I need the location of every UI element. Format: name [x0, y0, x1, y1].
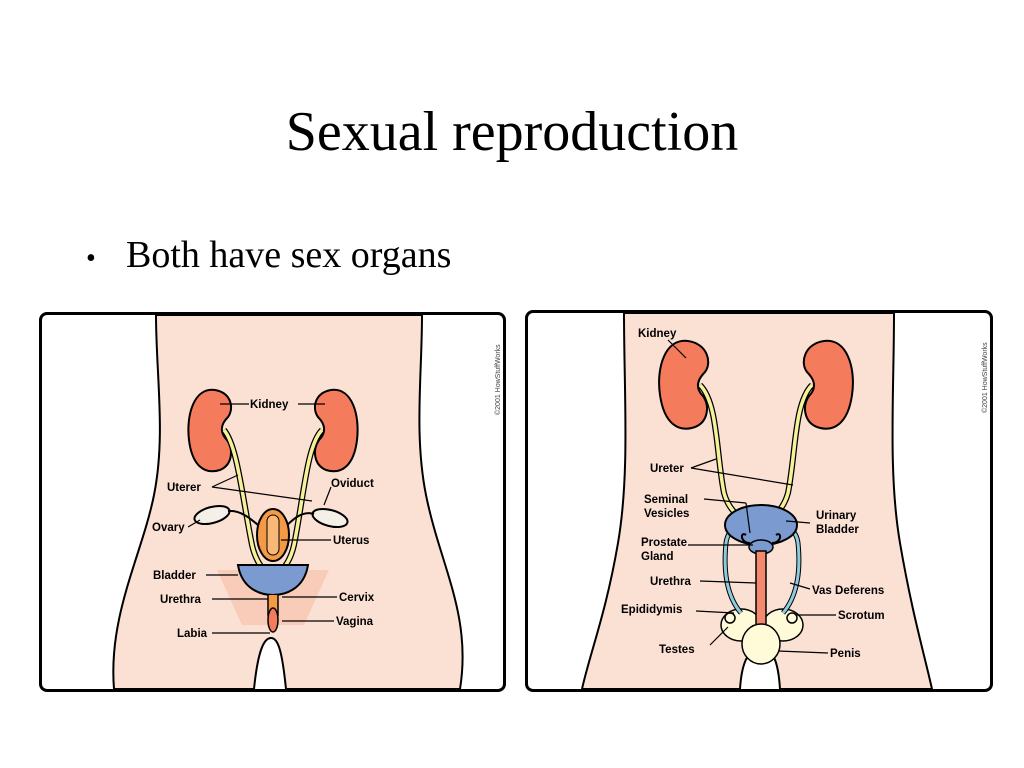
label-testes: Testes: [659, 644, 695, 656]
female-body-silhouette: [112, 315, 464, 689]
bullet-item: • Both have sex organs: [86, 233, 451, 277]
urinary-bladder-shape: [724, 504, 798, 546]
label-vagina: Vagina: [336, 616, 374, 628]
seminal-vesicles-shape: [740, 533, 782, 544]
slide-title: Sexual reproduction: [285, 101, 739, 163]
epididymis-right-shape: [786, 612, 798, 624]
male-reproductive-diagram: Kidney Ureter Seminal Vesicles Prostate …: [525, 310, 993, 692]
label-epididymis: Epididymis: [621, 604, 682, 616]
label-vas-deferens: Vas Deferens: [812, 585, 884, 597]
bullet-icon: •: [86, 243, 96, 274]
label-urethra: Urethra: [160, 594, 202, 606]
label-scrotum: Scrotum: [838, 610, 885, 622]
male-leader-lines: [667, 339, 836, 654]
male-diagram-svg: Kidney Ureter Seminal Vesicles Prostate …: [580, 313, 989, 689]
label-uterer: Uterer: [167, 482, 201, 494]
label-penis: Penis: [830, 648, 861, 660]
label-urinary: Urinary: [816, 510, 857, 522]
kidney-right-shape: [313, 388, 359, 473]
label-urethra: Urethra: [650, 576, 692, 588]
kidney-right-shape: [802, 339, 854, 430]
bullet-text: Both have sex organs: [126, 234, 452, 276]
label-kidney: Kidney: [638, 328, 677, 340]
vagina-shape: [267, 607, 279, 633]
label-cervix: Cervix: [339, 592, 375, 604]
female-diagram-svg: Kidney Uterer Oviduct Ovary Uterus Bladd…: [112, 315, 502, 689]
urethra-shape: [755, 550, 767, 636]
label-gland: Gland: [641, 551, 674, 563]
label-bladder: Bladder: [816, 524, 859, 536]
label-ureter: Ureter: [650, 463, 684, 475]
copyright-text: ©2001 HowStuffWorks: [494, 344, 502, 415]
kidney-left-shape: [658, 339, 710, 430]
label-uterus: Uterus: [333, 535, 369, 547]
label-bladder: Bladder: [153, 570, 196, 582]
label-vesicles: Vesicles: [644, 508, 689, 520]
label-prostate: Prostate: [641, 537, 687, 549]
female-reproductive-diagram: Kidney Uterer Oviduct Ovary Uterus Bladd…: [39, 312, 506, 692]
bullet-list: • Both have sex organs: [86, 233, 451, 277]
female-leader-lines: [187, 403, 337, 634]
kidney-left-shape: [187, 388, 233, 473]
label-seminal: Seminal: [644, 494, 688, 506]
copyright-text: ©2001 HowStuffWorks: [981, 342, 989, 413]
penis-shape: [741, 623, 781, 665]
label-oviduct: Oviduct: [331, 478, 374, 490]
label-kidney: Kidney: [250, 399, 289, 411]
label-ovary: Ovary: [152, 522, 185, 534]
label-labia: Labia: [177, 628, 208, 640]
